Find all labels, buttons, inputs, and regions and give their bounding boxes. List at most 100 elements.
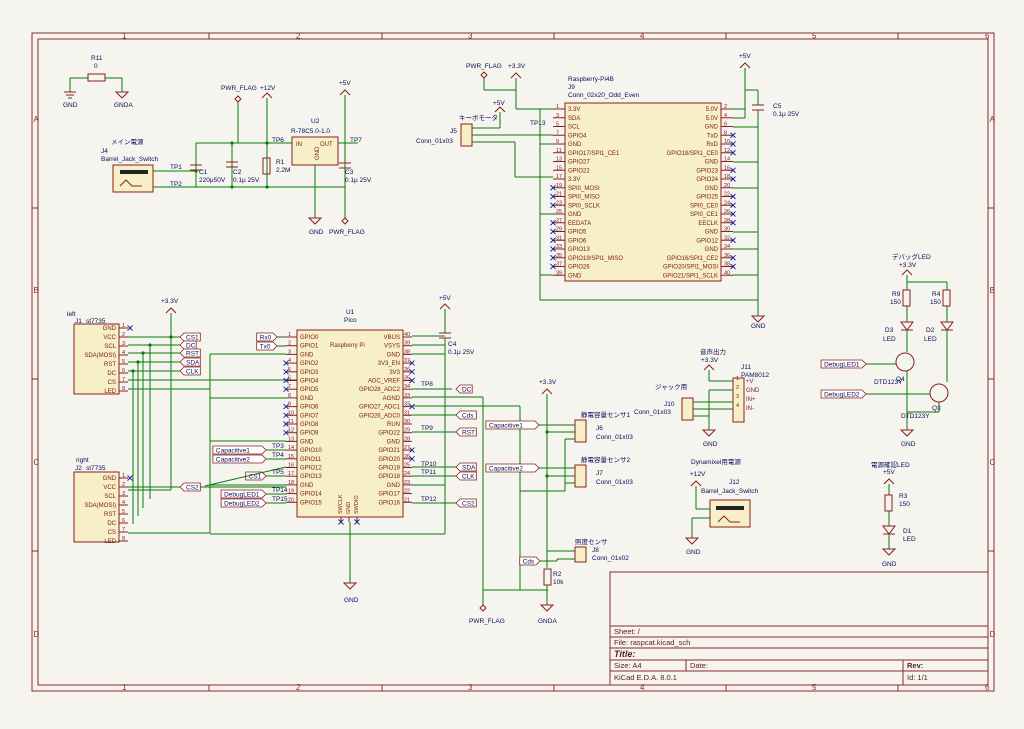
j9-pinnum-right: 30: [724, 227, 730, 233]
capacitive-sensors[interactable]: +3.3V 静電容量センサ1 J6 Conn_01x03 静電容量センサ2 J7…: [520, 379, 633, 625]
u1-pin-right: GPIO20: [378, 457, 400, 463]
dynamixel-power[interactable]: Dynamixel用電源 +12V J12 Barrel_Jack_Switch…: [684, 457, 758, 556]
j5-connector[interactable]: キーボモータ J5 Conn_01x03 +5V TP13: [416, 100, 553, 178]
j9-pinnum-right: 10: [724, 139, 730, 145]
u1-pin-bottom: SWCLK: [338, 494, 344, 514]
u1-pico[interactable]: U1 Pico Raspberry Pi GPIO01GPIO12GND3GPI…: [209, 309, 415, 525]
gnda-r2: GNDA: [538, 618, 557, 625]
j9-rpi4b-header[interactable]: Raspberry-Pi4B J9 Conn_02x20_Odd_Even 3.…: [539, 76, 758, 301]
j5-title: キーボモータ: [459, 113, 498, 122]
r3-ref: R3: [899, 493, 908, 500]
j9-pinnum-right: 20: [724, 183, 730, 189]
u1-pinnum-left: 20: [288, 497, 294, 503]
j11-pinnum: 3: [736, 394, 739, 400]
j9-pin-right: GPIO21/SPI1_SCLK: [663, 273, 718, 279]
j2-ref: J2: [75, 465, 82, 472]
pwrflag-3: PWR_FLAG: [466, 63, 502, 70]
label-cs1-pico: CS1: [249, 474, 262, 481]
j1-pin: LED: [104, 389, 116, 395]
j9-pinnum-left: 27: [556, 218, 562, 224]
j1-pinnum: 4: [122, 350, 125, 356]
c4-val: 0.1μ 25V: [448, 349, 475, 356]
u1-pin-bottom: GND: [346, 502, 352, 514]
debug-led-section[interactable]: デバッグLED +3.3V R9 150 R4 150 D3 LED D2 LE…: [866, 252, 954, 448]
j9-pin-right: 5.0V: [706, 116, 718, 122]
j11-pinnum: 4: [736, 403, 739, 409]
col-mark-top: 6: [985, 32, 990, 41]
u1-pinnum-left: 8: [288, 393, 291, 399]
c5-decoupling[interactable]: +5V C5 0.1μ 25V GND: [739, 53, 800, 330]
r1-ref: R1: [276, 159, 285, 166]
u1-pin-left: GND: [300, 483, 314, 489]
j8-title: 照度センサ: [575, 537, 608, 546]
u1-pin-right: GPIO19: [378, 466, 400, 472]
u1-pinnum-left: 5: [288, 367, 291, 373]
j2-pinnum: 1: [122, 473, 125, 479]
j1-pinnum: 2: [122, 332, 125, 338]
v33-audio: +3.3V: [701, 357, 719, 364]
j5-ref: J5: [450, 128, 457, 135]
j11-pin: IN+: [746, 397, 756, 403]
c5-ref: C5: [773, 103, 782, 110]
u1-pinnum-right: 30: [404, 419, 410, 425]
label-cs2-pico: CS2: [462, 501, 475, 508]
tp14-label: TP14: [272, 487, 288, 494]
row-mark-right: C: [990, 458, 996, 467]
label-debugled2: DebugLED2: [824, 392, 860, 399]
row-mark-right: B: [990, 286, 995, 295]
j2-pinnum: 5: [122, 509, 125, 515]
j4-barrel-jack[interactable]: [112, 164, 154, 193]
label-capacitive1: Capacitive1: [489, 423, 523, 430]
r11-gnd-link[interactable]: R11 0 GND GNDA: [63, 55, 133, 109]
j9-pin-right: GPIO18/SPI1_CE0: [667, 151, 719, 157]
u1-pin-left: GPIO0: [300, 335, 319, 341]
row-mark-right: A: [990, 115, 996, 124]
label-rx: Rx0: [260, 335, 272, 342]
u1-pin-right: GPIO17: [378, 492, 400, 498]
pico-left-labels: Rx0Tx0Capacitive1Capacitive2CS1DebugLED1…: [200, 332, 288, 508]
j9-pin-left: GPIO6: [568, 238, 587, 244]
col-mark-top: 2: [296, 32, 301, 41]
r4-val: 150: [930, 299, 941, 306]
u1-pinnum-right: 31: [404, 410, 410, 416]
label-capacitive2: Capacitive2: [489, 466, 523, 473]
j9-pinnum-right: 6: [724, 122, 727, 128]
u1-pinnum-left: 7: [288, 384, 291, 390]
tp10-label: TP10: [421, 461, 437, 468]
u1-pin-left: GPIO5: [300, 387, 319, 393]
r11-ref: R11: [91, 55, 103, 62]
j9-pinnum-left: 3: [556, 113, 559, 119]
q3-val: DTD123Y: [901, 413, 930, 420]
r11-val: 0: [94, 63, 98, 70]
u1-pinnum-left: 19: [288, 489, 294, 495]
j2-val: st7735: [86, 465, 106, 472]
j9-pin-right: GND: [705, 230, 719, 236]
gnd-debug: GND: [901, 441, 916, 448]
j1-pinnum: 8: [122, 386, 125, 392]
r1-val: 2.2M: [276, 167, 290, 174]
u1-pin-right: GPIO16: [378, 500, 400, 506]
j9-pin-left: GPIO26: [568, 265, 590, 271]
display-bus-wiring: +3.3V: [128, 298, 300, 534]
j9-pin-left: GPIO22: [568, 168, 590, 174]
j9-pin-right: 5.0V: [706, 107, 718, 113]
j9-pin-right: TxD: [707, 133, 719, 139]
u2-regulator[interactable]: [291, 136, 339, 166]
label-rst-pico: RST: [462, 430, 475, 437]
tp5-label: TP5: [272, 469, 284, 476]
u2-in: IN: [296, 142, 302, 148]
label-clk: CLK: [186, 369, 199, 376]
j9-pinnum-right: 12: [724, 148, 730, 154]
j4-ref: J4: [101, 148, 108, 155]
tp3-label: TP3: [272, 443, 284, 450]
u1-pinnum-right: 24: [404, 471, 410, 477]
j11-pin: IN-: [746, 406, 754, 412]
power-led-section[interactable]: 電源確認LED +5V R3 150 D1 LED GND: [871, 460, 916, 568]
main-power-section[interactable]: メイン電源 J4 Barrel_Jack_Switch TP1 TP2 C1 2…: [101, 80, 372, 236]
u1-pin-left: GPIO8: [300, 422, 319, 428]
